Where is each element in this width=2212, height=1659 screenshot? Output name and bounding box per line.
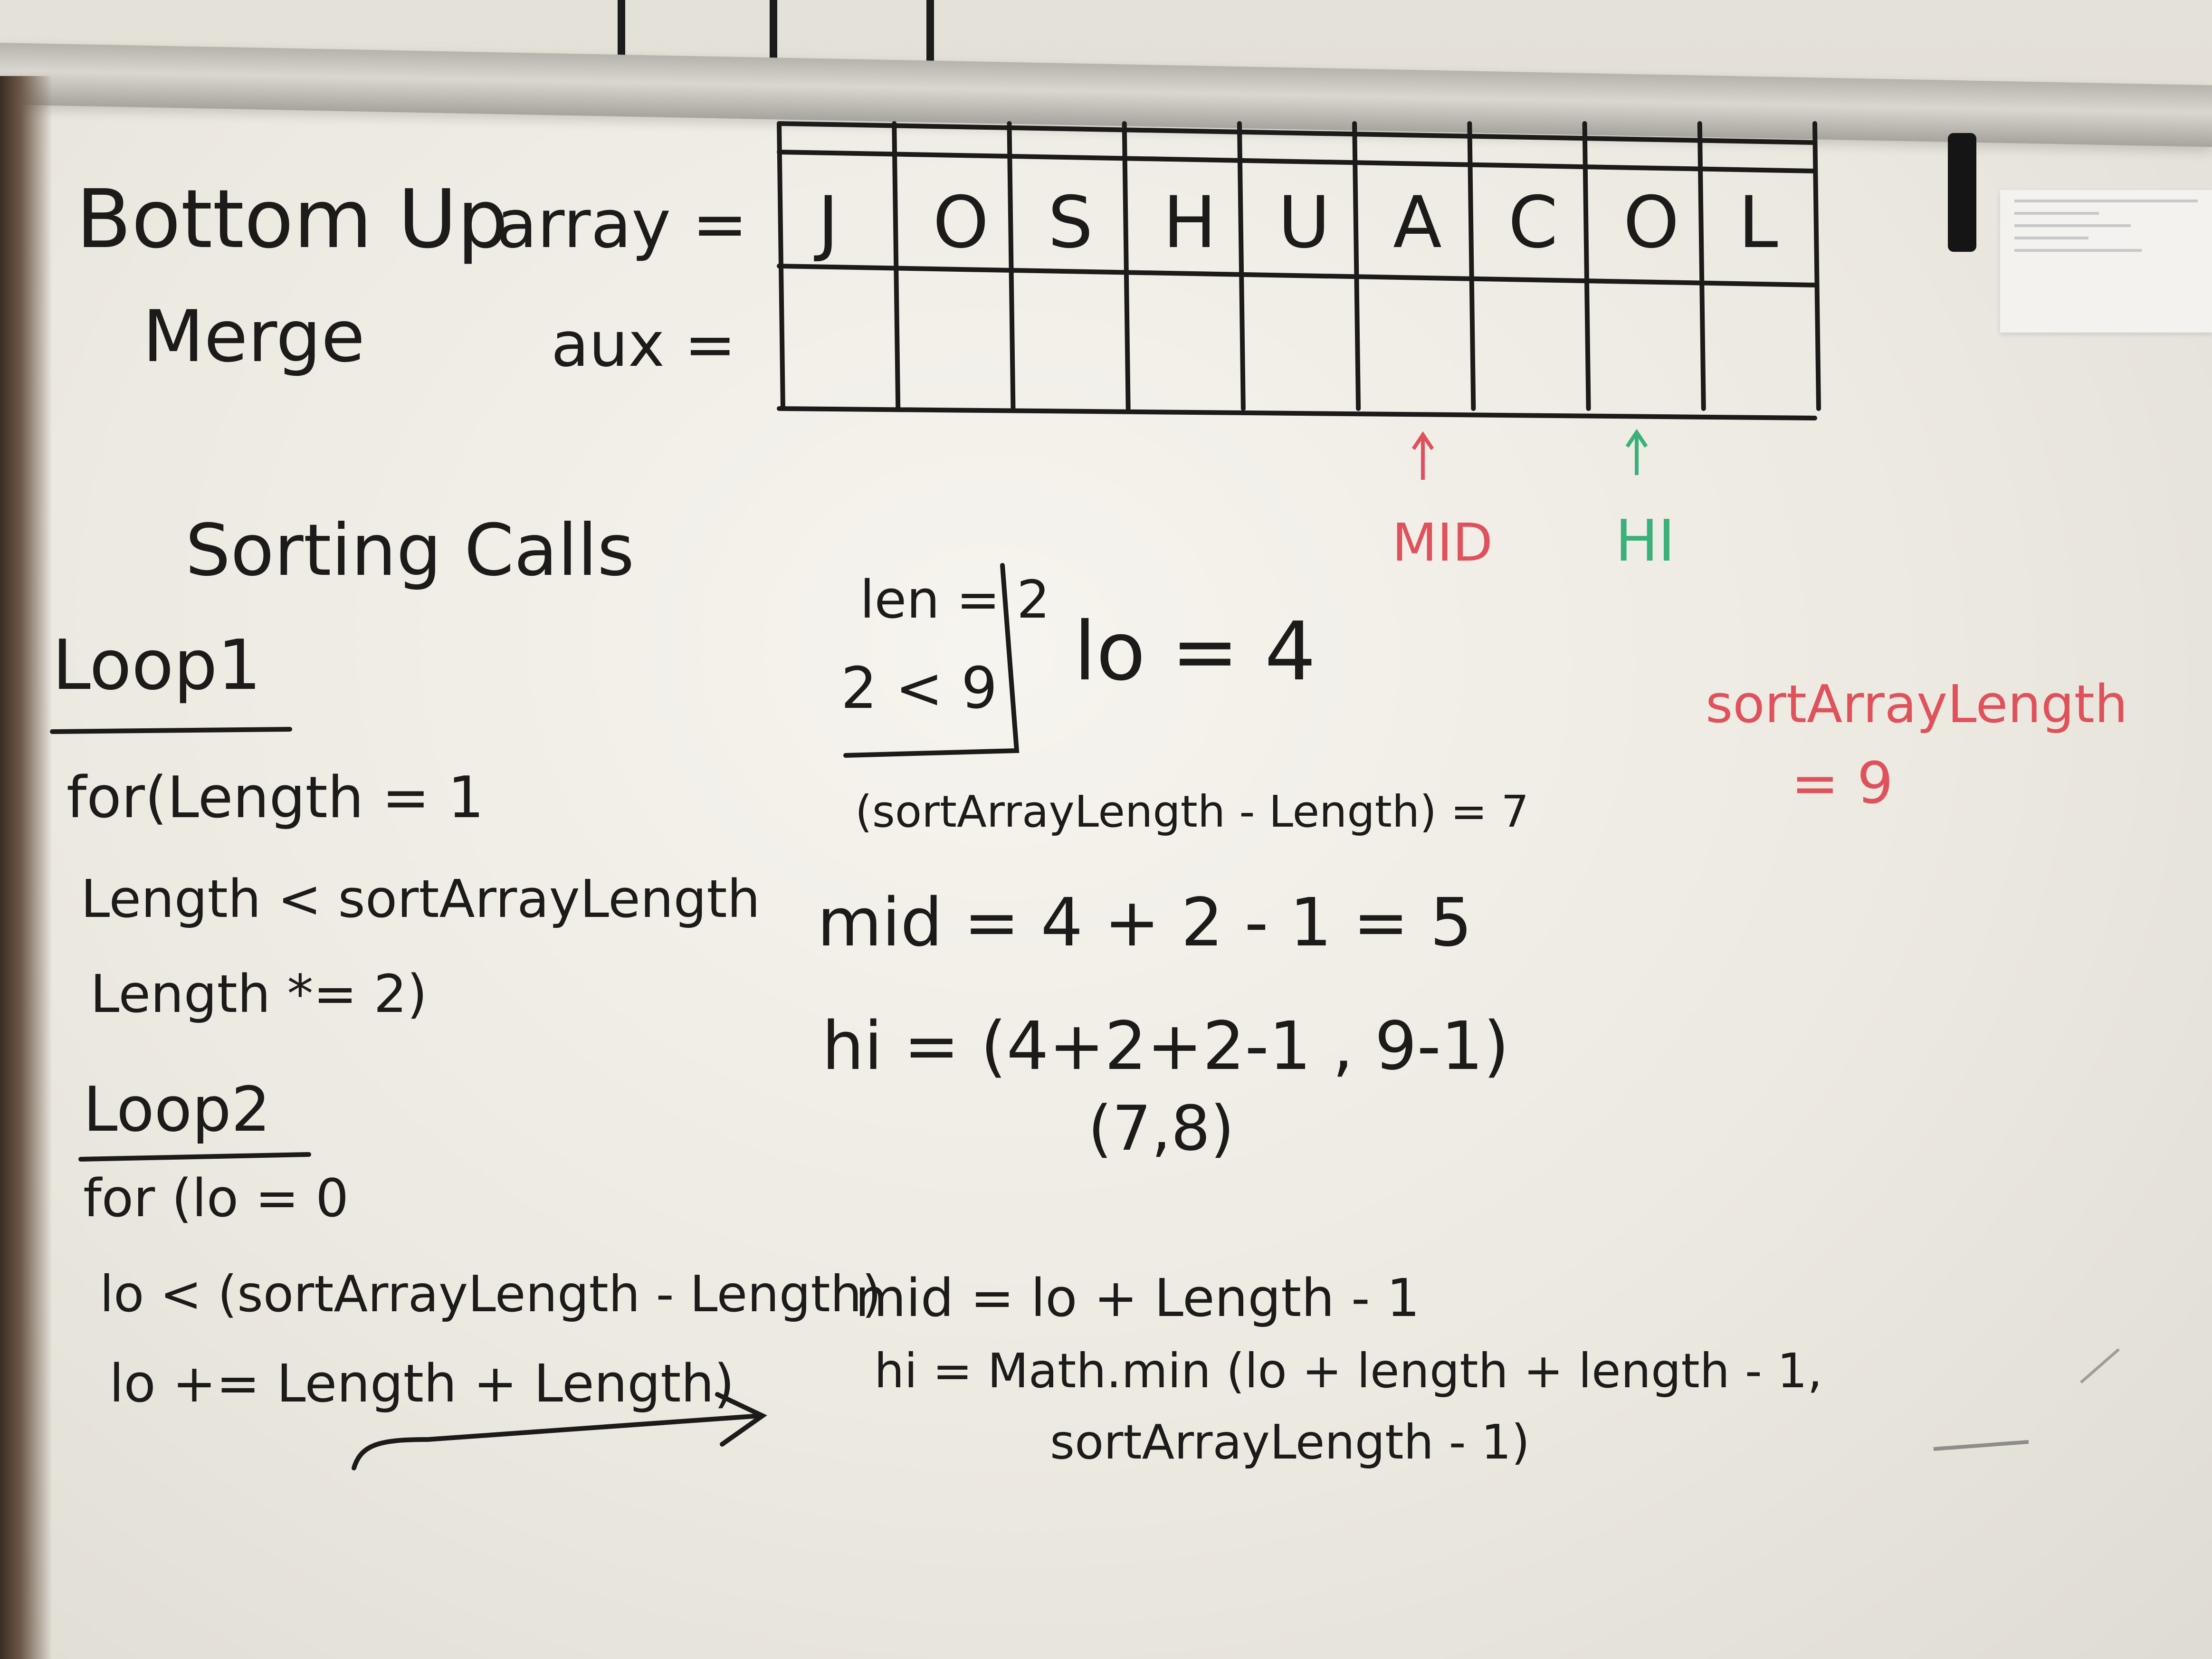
board-clip [1948, 133, 1976, 252]
loop1-line: for(Length = 1 [67, 765, 484, 831]
side-note-value: = 9 [1791, 751, 1893, 817]
sorting-calls-heading: Sorting Calls [185, 509, 634, 592]
stray-mark [2080, 1348, 2120, 1384]
grid-line [1582, 121, 1591, 411]
loop2-underline [78, 1152, 311, 1162]
title-line-2: Merge [143, 296, 365, 378]
loop1-line: Length *= 2) [90, 963, 427, 1024]
stray-mark [1933, 1440, 2029, 1451]
arrow-right [352, 1392, 767, 1470]
grid-line [1007, 121, 1016, 411]
loop2-line: lo < (sortArrayLength - Length) [100, 1265, 881, 1323]
hi-pair: (7,8) [1088, 1092, 1234, 1164]
grid-line [777, 406, 1817, 420]
array-cell: U [1278, 181, 1330, 264]
left-shadow [0, 76, 52, 1659]
hi-calc: hi = (4+2+2-1 , 9-1) [822, 1008, 1509, 1085]
grid-line [1237, 121, 1246, 411]
array-cell: H [1163, 181, 1217, 264]
hi-pointer: HI [1615, 429, 1675, 574]
hi-formula-line-2: sortArrayLength - 1) [1050, 1414, 1530, 1470]
grid-line [777, 121, 785, 411]
array-cell: L [1738, 181, 1778, 264]
aux-label: aux = [551, 308, 736, 381]
sort-minus-length: (sortArrayLength - Length) = 7 [855, 786, 1529, 837]
array-cell: J [814, 181, 839, 264]
grid-line [1352, 121, 1361, 411]
array-cell: O [1623, 181, 1679, 264]
lo-value: lo = 4 [1074, 605, 1316, 699]
wall-pole [618, 0, 625, 71]
loop1-line: Length < sortArrayLength [81, 868, 760, 929]
wall-pole [770, 0, 777, 71]
grid-line [1122, 121, 1131, 411]
trace-box-border [843, 563, 1020, 758]
grid-line [777, 121, 1817, 145]
array-label: array = [496, 186, 748, 263]
grid-line [892, 121, 901, 411]
loop2-line: for (lo = 0 [83, 1168, 349, 1229]
grid-line [1697, 121, 1706, 411]
mid-calc: mid = 4 + 2 - 1 = 5 [817, 884, 1472, 962]
loop1-underline [50, 727, 292, 734]
array-cell: S [1048, 181, 1093, 264]
side-note-label: sortArrayLength [1706, 674, 2128, 734]
grid-line [777, 264, 1817, 287]
grid-line [777, 150, 1817, 173]
loop1-heading: Loop1 [52, 625, 261, 706]
loop2-line: lo += Length + Length) [109, 1353, 734, 1414]
trace-box-line: len = 2 [860, 569, 1050, 630]
array-cell: O [933, 181, 989, 264]
array-cell: A [1393, 181, 1442, 264]
wall-pole [926, 0, 934, 71]
grid-line [1812, 121, 1821, 411]
hi-pointer-label: HI [1615, 508, 1675, 574]
array-cell: C [1508, 181, 1558, 264]
mid-formula: mid = lo + Length - 1 [855, 1268, 1420, 1328]
trace-box-line: 2 < 9 [841, 656, 998, 722]
mid-pointer-label: MID [1392, 512, 1493, 573]
loop2-heading: Loop2 [83, 1073, 270, 1145]
mid-pointer: MID [1392, 431, 1493, 573]
paper-note [2000, 190, 2212, 333]
hi-formula-line-1: hi = Math.min (lo + length + length - 1, [874, 1343, 1822, 1399]
title-line-1: Bottom Up [76, 172, 508, 267]
grid-line [1467, 121, 1476, 411]
